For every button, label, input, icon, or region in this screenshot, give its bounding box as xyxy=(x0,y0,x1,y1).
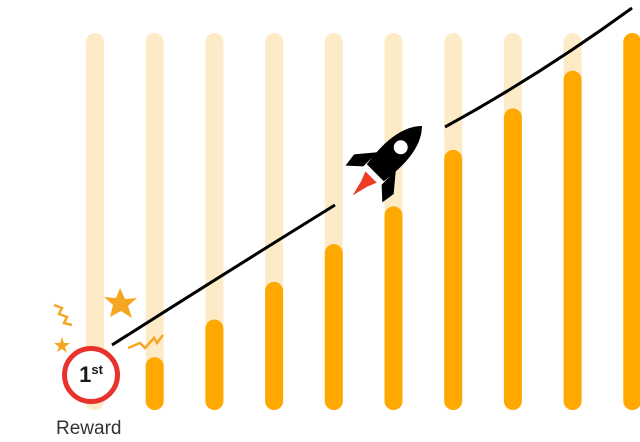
bar-track xyxy=(145,33,164,410)
growth-line xyxy=(111,203,336,347)
reward-label: Reward xyxy=(56,418,122,439)
sparkle-icon xyxy=(53,303,164,350)
badge-suffix: st xyxy=(91,361,103,377)
badge-number: 1 xyxy=(79,362,92,387)
bar-track xyxy=(86,33,104,410)
bar-fill xyxy=(205,319,224,410)
rocket-icon xyxy=(345,126,422,203)
bar-fill xyxy=(145,357,164,410)
bar-fill xyxy=(563,70,582,410)
bar-fill xyxy=(444,149,463,410)
bar-fill xyxy=(623,33,640,410)
bar-track xyxy=(205,33,224,410)
bar-fill xyxy=(503,108,522,411)
growth-line xyxy=(444,6,633,129)
bar-fill xyxy=(384,206,403,410)
star-icon xyxy=(54,288,137,353)
bar-fill xyxy=(324,244,343,410)
bar-fill xyxy=(265,281,284,410)
